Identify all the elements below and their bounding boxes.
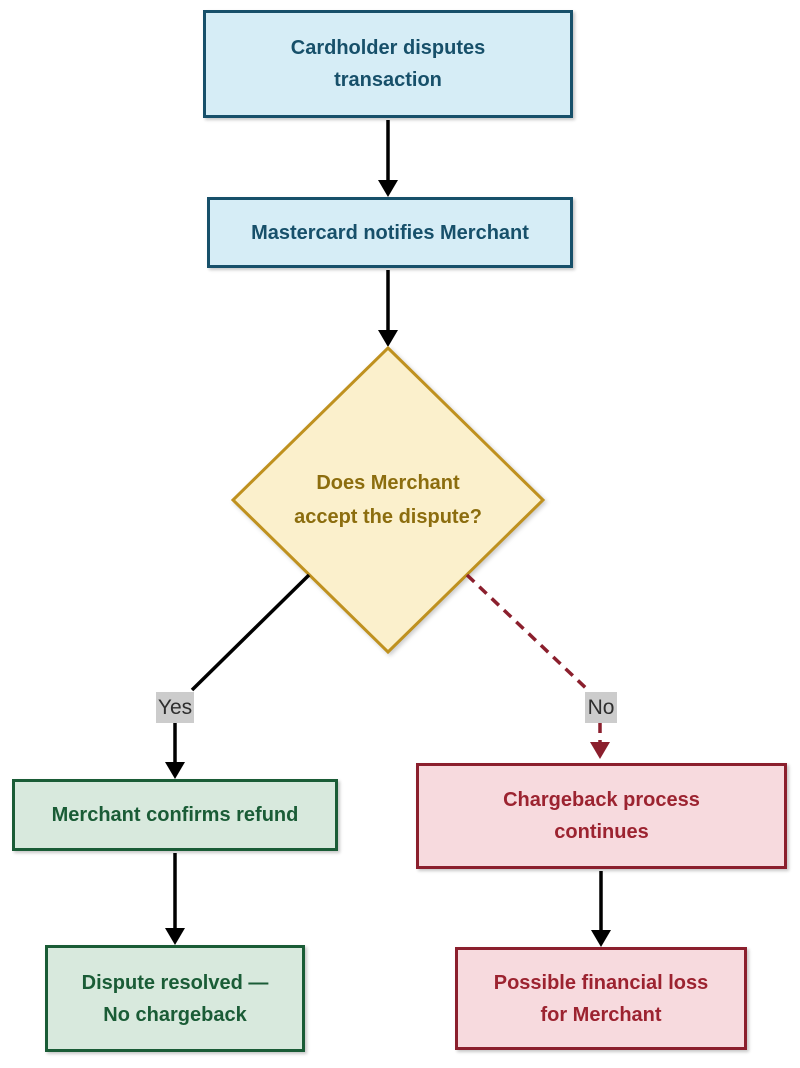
arrowhead-notify	[378, 180, 398, 197]
node-dispute-resolved: Dispute resolved — No chargeback	[45, 945, 305, 1052]
node-label: Merchant confirms refund	[51, 804, 299, 826]
edge-label-yes: Yes	[156, 692, 194, 723]
node-merchant-confirms-refund: Merchant confirms refund	[12, 779, 338, 851]
decision-diamond-label: Does Merchant accept the dispute?	[278, 440, 498, 560]
node-financial-loss: Possible financial loss for Merchant	[455, 947, 747, 1050]
node-label: Dispute resolved — No chargeback	[81, 971, 269, 1026]
decision-diamond-shape	[230, 345, 546, 655]
node-label: Possible financial loss for Merchant	[493, 971, 709, 1026]
arrowhead-refund	[165, 762, 185, 779]
edge-label-no: No	[585, 692, 617, 723]
node-cardholder-disputes: Cardholder disputes transaction	[203, 10, 573, 118]
arrowhead-resolved	[165, 928, 185, 945]
node-label: Chargeback process continues	[503, 789, 700, 843]
node-label: Does Merchant accept the dispute?	[294, 472, 482, 528]
arrowhead-decision	[378, 330, 398, 347]
node-label: Mastercard notifies Merchant	[251, 221, 529, 244]
arrowhead-loss	[591, 930, 611, 947]
node-mastercard-notifies: Mastercard notifies Merchant	[207, 197, 573, 268]
node-chargeback-continues: Chargeback process continues	[416, 763, 787, 869]
edge-decision-to-chargeback-no	[465, 573, 591, 693]
edge-decision-to-refund-yes	[190, 573, 311, 692]
node-label: Cardholder disputes transaction	[290, 37, 486, 91]
arrowhead-chargeback	[590, 742, 610, 759]
